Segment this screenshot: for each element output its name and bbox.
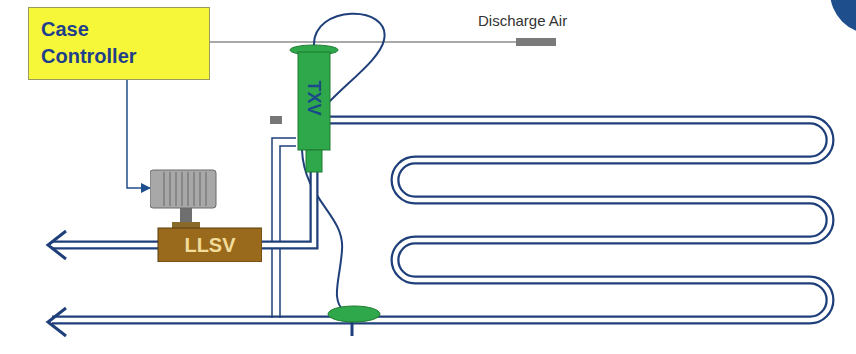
controller-title: Case Controller bbox=[41, 16, 166, 70]
sensor-label: Discharge Air bbox=[478, 12, 567, 29]
equalizer-line bbox=[272, 138, 296, 318]
expansion-valve: TXV bbox=[296, 42, 332, 172]
pipe-bore bbox=[262, 172, 314, 245]
valve-body bbox=[158, 228, 262, 262]
coil-winding bbox=[193, 172, 195, 206]
pipe-wall bbox=[262, 172, 314, 245]
solenoid-valve: LLSV bbox=[150, 168, 262, 262]
liquid-line-bore bbox=[52, 243, 158, 248]
txv-body bbox=[298, 52, 330, 150]
liquid-line bbox=[52, 241, 158, 250]
solenoid-coil bbox=[150, 170, 216, 208]
flow-arrow bbox=[48, 308, 66, 336]
control-wire bbox=[127, 80, 150, 188]
flow-arrow bbox=[48, 231, 66, 259]
air-sensor bbox=[516, 38, 556, 46]
coil-winding bbox=[205, 172, 207, 206]
equalizer-line bbox=[280, 146, 296, 318]
controller-box: Case Controller bbox=[28, 7, 210, 80]
coil-winding bbox=[163, 172, 165, 206]
coil-winding bbox=[169, 172, 171, 206]
txv-inlet bbox=[306, 150, 322, 172]
bonnet bbox=[172, 222, 200, 228]
coil-winding bbox=[199, 172, 201, 206]
corner-badge bbox=[830, 0, 856, 34]
coil-winding bbox=[187, 172, 189, 206]
coil-bore bbox=[52, 120, 830, 320]
evaporator-coil bbox=[52, 120, 830, 320]
valve-label: TXV bbox=[304, 80, 324, 115]
equalizer-fitting bbox=[270, 116, 282, 124]
valve-label: LLSV bbox=[158, 228, 262, 262]
coil-winding bbox=[181, 172, 183, 206]
coil-winding bbox=[175, 172, 177, 206]
sensor-wire bbox=[210, 41, 516, 42]
signal-line bbox=[127, 80, 150, 188]
sensing-bulb bbox=[328, 306, 380, 322]
liquid-pipe bbox=[262, 172, 314, 245]
